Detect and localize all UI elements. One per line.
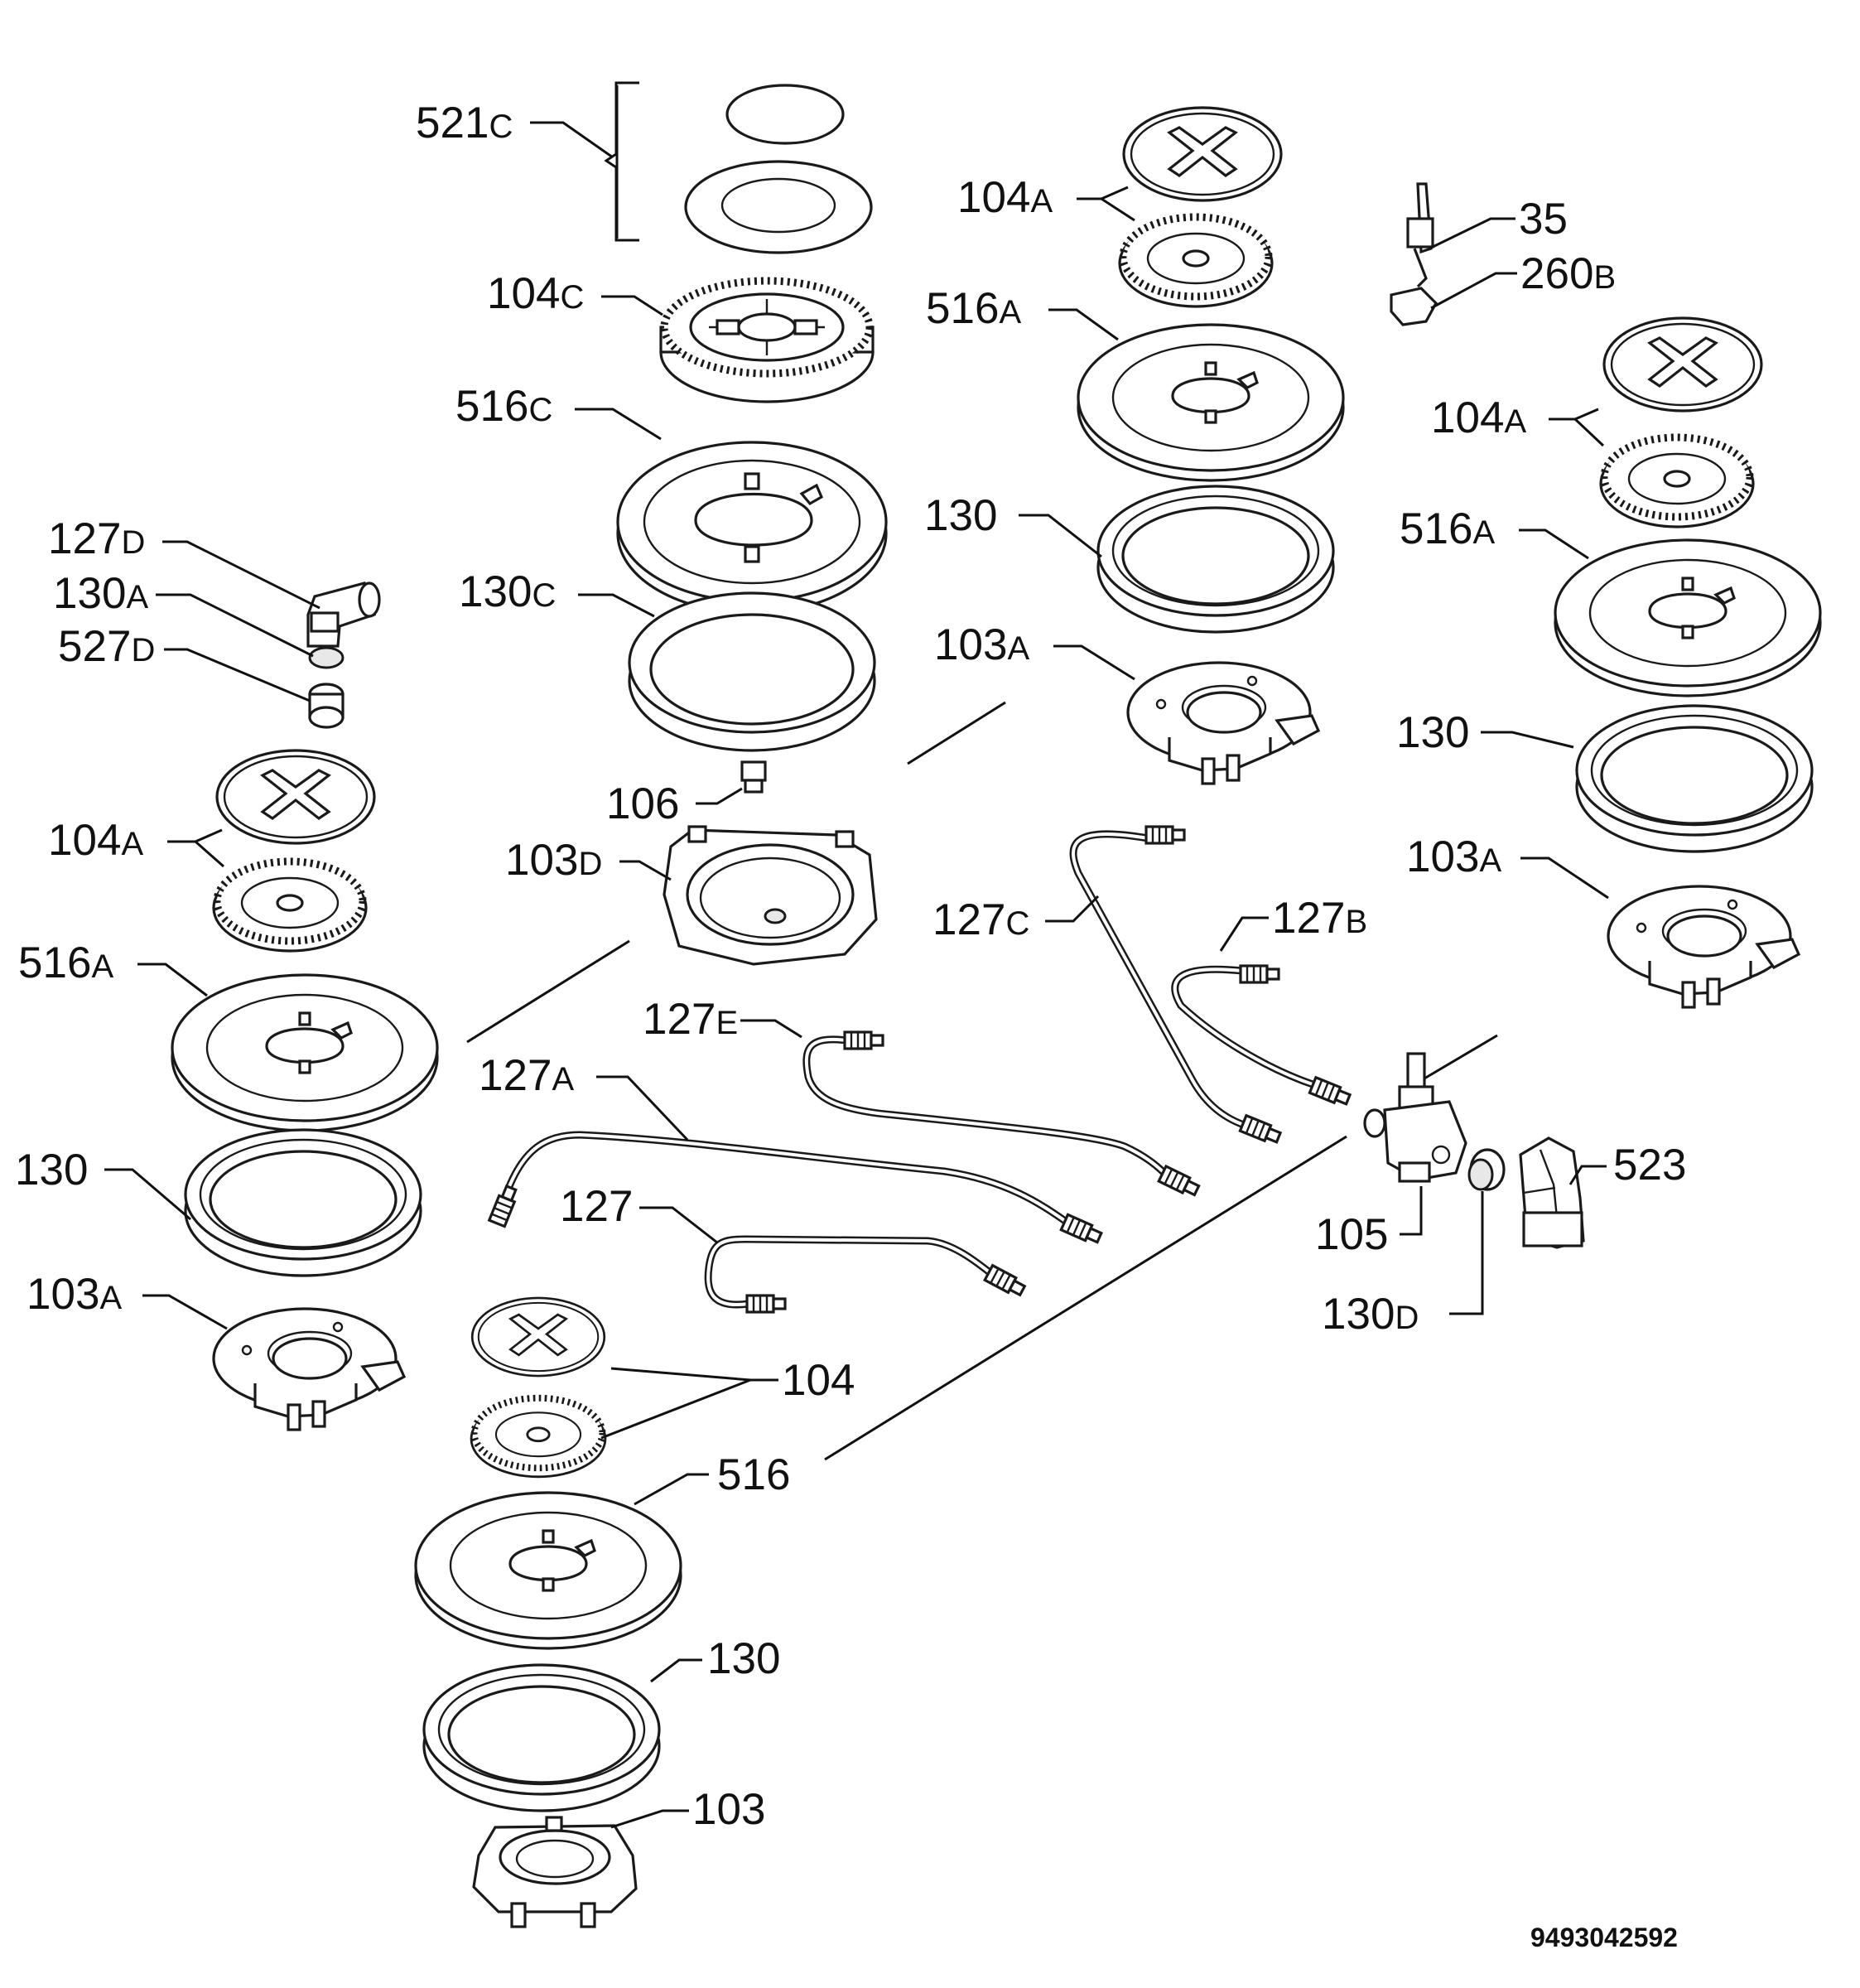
base-103a-right [1607, 885, 1800, 1009]
burner-bottom-assembly [414, 1296, 682, 1928]
base-103a-top [1126, 661, 1320, 785]
label-35: 35 [1519, 195, 1568, 244]
base-103a-left [212, 1307, 406, 1431]
tray-516a-top [1077, 323, 1345, 482]
cap-104a-top [1122, 106, 1283, 202]
gasket-130-left [184, 1128, 422, 1277]
burner-right-assembly [1554, 316, 1822, 1009]
pipe-127b [1171, 964, 1353, 1109]
cap-521c-small [725, 84, 845, 145]
pipe-127e [802, 1030, 1202, 1199]
part-labels: 521C 104C 516C 130C 106 103D 127D 130A 5… [15, 99, 1686, 1952]
pipe-127c [1069, 825, 1284, 1147]
label-516a-top: 516A [926, 284, 1021, 333]
tray-516c [616, 441, 888, 615]
base-103d [663, 825, 878, 966]
label-516a-left: 516A [18, 939, 113, 987]
label-127e: 127E [643, 995, 738, 1044]
pipe-127a [488, 1131, 1105, 1247]
crown-104a-left [214, 861, 366, 951]
knob-clip-523 [1519, 1136, 1585, 1249]
label-130-bottom: 130 [707, 1634, 780, 1683]
label-127a: 127A [479, 1051, 574, 1100]
nut-527d [308, 683, 345, 729]
label-260b: 260B [1520, 249, 1616, 298]
drawing-code: 9493042592 [1530, 1923, 1678, 1952]
label-127: 127 [560, 1182, 633, 1231]
label-105: 105 [1315, 1210, 1388, 1259]
label-516: 516 [717, 1450, 790, 1499]
elbow-fitting-group [306, 581, 381, 729]
label-104: 104 [782, 1356, 855, 1405]
label-104a-top: 104A [957, 173, 1053, 222]
label-103a-top: 103A [934, 620, 1029, 669]
clip-260b [1390, 287, 1438, 326]
label-527d: 527D [58, 622, 155, 671]
label-127c: 127C [932, 895, 1029, 944]
crown-104c [659, 277, 875, 403]
bracket-521c [604, 81, 639, 242]
washer-130d [1467, 1148, 1506, 1191]
label-104c: 104C [487, 269, 584, 318]
label-130a: 130A [53, 569, 148, 618]
leader-lines [104, 121, 1609, 1829]
gas-pipes [488, 825, 1353, 1314]
cap-104a-left [215, 749, 376, 845]
tray-516a-right [1554, 538, 1822, 697]
gasket-130-right [1575, 704, 1814, 853]
guide-lines [466, 701, 1498, 1461]
washer-130a [308, 646, 345, 669]
label-130d: 130D [1322, 1290, 1419, 1339]
label-130c: 130C [459, 567, 556, 616]
label-127b: 127B [1272, 894, 1367, 943]
label-516a-right: 516A [1400, 504, 1495, 553]
elbow-127d [306, 581, 381, 648]
label-130-top: 130 [924, 491, 997, 540]
label-127d: 127D [48, 514, 145, 563]
gasket-130-top [1096, 485, 1335, 634]
burner-c-assembly [604, 81, 888, 966]
label-130-left: 130 [15, 1146, 88, 1194]
cap-104a-right [1602, 316, 1763, 413]
crown-104-bottom [471, 1398, 605, 1477]
label-130-right: 130 [1396, 708, 1469, 757]
label-103d: 103D [505, 836, 602, 885]
thermocouple-35 [1406, 182, 1434, 288]
label-104a-left: 104A [48, 816, 143, 865]
label-523: 523 [1613, 1141, 1686, 1189]
label-103: 103 [692, 1785, 765, 1834]
base-103-bottom [472, 1816, 638, 1928]
injector-106 [740, 760, 767, 794]
crown-104a-top [1120, 217, 1272, 306]
cap-521c-large [684, 160, 873, 254]
label-516c: 516C [455, 382, 552, 431]
cap-104-bottom [470, 1296, 606, 1378]
crown-104a-right [1601, 437, 1753, 527]
gasket-130-bottom [422, 1663, 661, 1812]
tray-516a-left [171, 973, 439, 1132]
label-103a-left: 103A [27, 1270, 122, 1319]
burner-left-assembly [171, 749, 439, 1431]
label-106: 106 [606, 779, 679, 828]
label-103a-right: 103A [1406, 832, 1501, 881]
valve-105 [1363, 1052, 1467, 1183]
tray-516-bottom [414, 1491, 682, 1650]
label-104a-right: 104A [1431, 393, 1526, 442]
label-521c: 521C [416, 99, 513, 147]
gasket-130c [628, 591, 876, 752]
pipe-127 [704, 1235, 1028, 1314]
